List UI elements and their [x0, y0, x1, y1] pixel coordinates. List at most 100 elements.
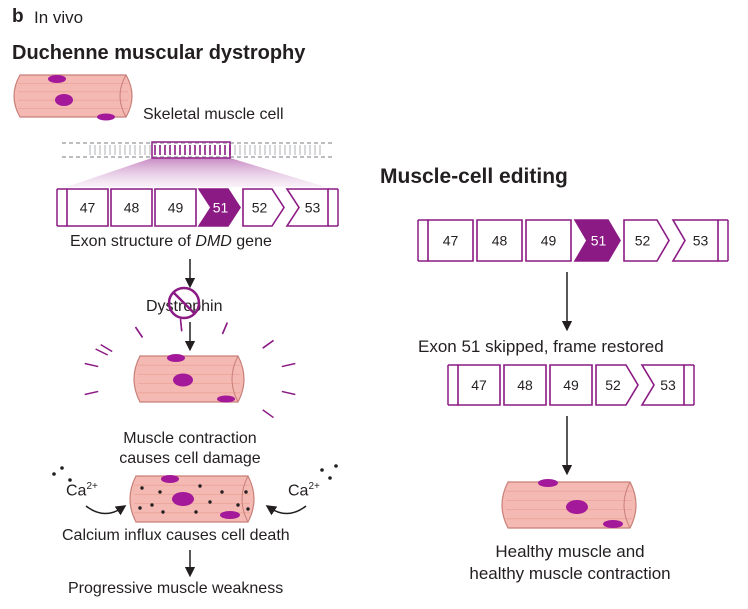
calcium-dot — [140, 486, 144, 490]
dystrophin-label: Dystrophin — [146, 298, 223, 315]
ca-label-left: Ca2+ — [66, 481, 98, 500]
healthy-caption: Healthy muscle and healthy muscle contra… — [420, 541, 720, 585]
calcium-dot — [158, 490, 162, 494]
ca-superscript: 2+ — [308, 481, 320, 492]
exon-box — [640, 364, 685, 406]
calcium-ion — [52, 472, 56, 476]
left-title: Duchenne muscular dystrophy — [12, 42, 306, 64]
calcium-dot — [236, 503, 240, 507]
right-title: Muscle-cell editing — [380, 165, 568, 188]
nucleus — [220, 511, 240, 519]
exon-box — [476, 219, 523, 262]
exon-box — [457, 364, 501, 406]
exon-caption-gene: DMD — [195, 233, 232, 250]
exon-box — [595, 364, 639, 406]
exon-label: 49 — [168, 200, 184, 216]
ca-influx-arrow-right — [265, 505, 307, 516]
exon-caption-pre: Exon structure of — [70, 233, 196, 250]
nucleus — [161, 475, 179, 483]
cell-end — [241, 475, 249, 523]
cell-death-label: Calcium influx causes cell death — [62, 527, 290, 544]
nucleus — [538, 479, 558, 487]
calcium-ion — [60, 466, 64, 470]
exon-label: 48 — [517, 377, 533, 393]
exon-box — [154, 188, 197, 227]
exon-box — [573, 219, 621, 262]
damage-caption: Muscle contraction causes cell damage — [60, 429, 320, 469]
panel-letter: b — [12, 6, 24, 27]
cell-end — [119, 74, 127, 118]
burst-line — [84, 390, 99, 396]
calcium-dot — [161, 510, 165, 514]
cell-end — [623, 481, 631, 529]
calcium-dot — [246, 507, 250, 511]
muscle-cell-healthy — [501, 479, 637, 529]
exon-label: 53 — [693, 233, 709, 249]
exon-box — [242, 188, 285, 227]
nucleus — [48, 75, 66, 83]
ca-text: Ca — [66, 482, 87, 500]
exon-box — [110, 188, 153, 227]
exon-row-restored: 47 48 49 52 53 — [447, 364, 695, 406]
nucleus — [566, 500, 588, 514]
calcium-dot — [244, 490, 248, 494]
nucleus — [97, 113, 115, 121]
calcium-dot — [208, 500, 212, 504]
muscle-cell-top — [13, 74, 133, 121]
burst-line — [281, 362, 296, 368]
nucleus — [167, 354, 185, 362]
calcium-dot — [150, 503, 154, 507]
healthy-line1: Healthy muscle and — [495, 542, 645, 561]
calcium-dot — [198, 484, 202, 488]
burst-line — [134, 326, 144, 338]
exon-label: 49 — [563, 377, 579, 393]
exon-box — [549, 364, 593, 406]
burst-line — [281, 390, 296, 396]
skeletal-muscle-label: Skeletal muscle cell — [143, 106, 284, 123]
nucleus — [55, 94, 73, 106]
exon-label: 47 — [443, 233, 459, 249]
exon-box — [525, 219, 572, 262]
weakness-label: Progressive muscle weakness — [68, 580, 284, 597]
calcium-dot — [220, 490, 224, 494]
exon-label: 51 — [591, 233, 607, 249]
burst-line — [84, 362, 99, 368]
calcium-dot — [194, 510, 198, 514]
exon-label: 49 — [541, 233, 557, 249]
ca-superscript: 2+ — [86, 481, 98, 492]
exon-box — [671, 219, 719, 262]
zoom-trapezoid — [66, 158, 326, 187]
no-symbol-icon — [167, 286, 201, 320]
nucleus — [172, 492, 194, 506]
exon-label: 52 — [635, 233, 651, 249]
exon-label: 47 — [471, 377, 487, 393]
exon-box — [285, 188, 329, 227]
exon-label: 48 — [124, 200, 140, 216]
ca-influx-arrow-left — [85, 505, 127, 516]
cell-end — [231, 355, 239, 403]
muscle-cell-calcium-influx — [129, 475, 255, 523]
exon-structure-caption: Exon structure of DMD gene — [70, 233, 272, 251]
exon-label: 52 — [605, 377, 621, 393]
exon-caption-post: gene — [231, 233, 272, 250]
dna-strand — [62, 141, 334, 159]
damage-line1: Muscle contraction — [123, 430, 257, 447]
ca-text: Ca — [288, 482, 309, 500]
nucleus — [603, 520, 623, 528]
burst-line — [100, 343, 113, 353]
calcium-ion — [68, 478, 72, 482]
exon-box — [503, 364, 547, 406]
healthy-line2: healthy muscle contraction — [469, 564, 671, 583]
burst-line — [262, 339, 274, 349]
exon-label: 51 — [213, 200, 229, 216]
exon-label: 53 — [305, 200, 321, 216]
exon-label: 53 — [660, 377, 676, 393]
calcium-ion — [334, 464, 338, 468]
exon-box — [623, 219, 670, 262]
burst-line — [95, 348, 109, 356]
damage-line2: causes cell damage — [119, 450, 261, 467]
burst-line — [262, 409, 274, 419]
